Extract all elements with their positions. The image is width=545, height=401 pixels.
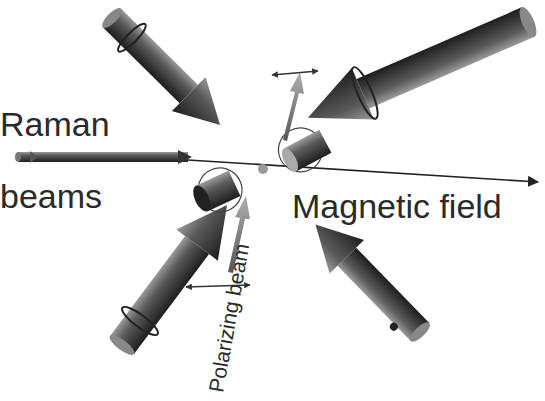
mot-beam: [298, 208, 440, 353]
beam-label: Raman beams: [0, 88, 125, 232]
field-axis: [188, 160, 538, 182]
axis-label: Magnetic field: [292, 186, 502, 226]
polarizing-beam-arrow: [272, 71, 318, 141]
beam-label: Polarizing beam: [204, 242, 254, 394]
mot-beam: [297, 0, 545, 143]
mot-beam: [92, 0, 237, 142]
probe-cylinder: [271, 118, 334, 179]
raman-beam: [15, 150, 192, 164]
atom-cloud: [258, 164, 268, 174]
